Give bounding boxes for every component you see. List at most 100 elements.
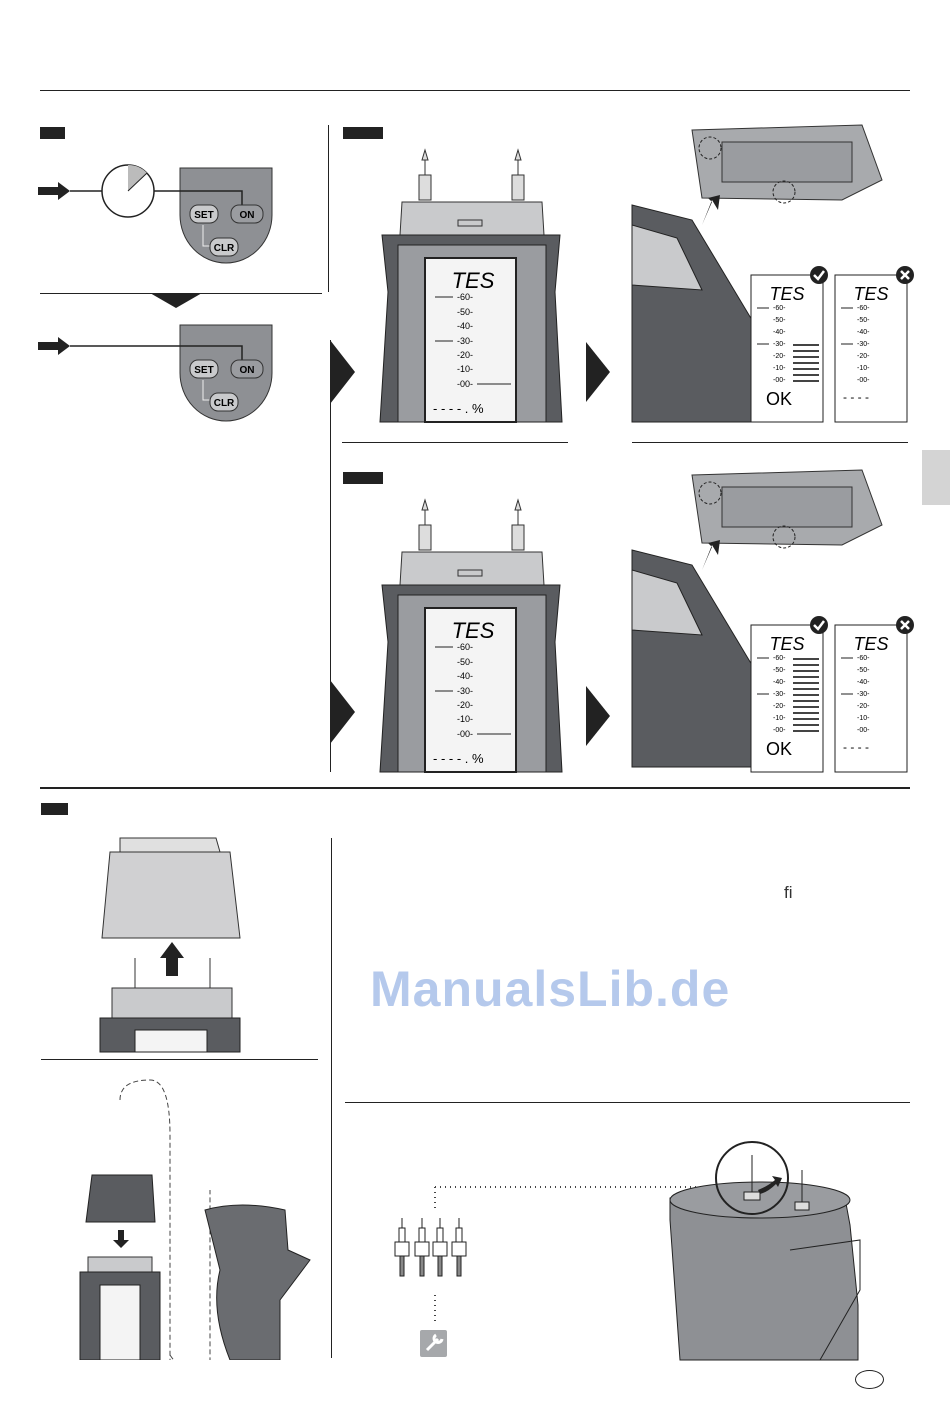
svg-text:-40-: -40- [773,329,786,336]
lcd-dashes: - - - - [843,390,869,404]
scale-label: -60- [457,642,473,652]
scale-label: -40- [457,671,473,681]
rotate-arrow-icon [758,1176,782,1194]
clr-label: CLR [214,243,235,254]
section-label-1 [40,127,65,139]
svg-text:-20-: -20- [857,353,870,360]
scale-label: -30- [457,686,473,696]
scale-label: -50- [457,307,473,317]
divider [328,125,329,292]
lcd-dashes: - - - - [843,740,869,754]
lcd-comparison: TES -60--50--40--30--20--10--00- OK TES … [750,266,914,773]
svg-text:-00-: -00- [773,377,786,384]
set-label: SET [194,365,213,376]
svg-text:-20-: -20- [857,703,870,710]
divider [342,442,568,443]
divider [41,1059,318,1060]
lcd-display: TES -60- -50- -40- -30- -20- -10- -00- - - … [433,268,511,416]
svg-text:-40-: -40- [857,329,870,336]
scale-label: -20- [457,700,473,710]
arrow-icon [38,337,70,355]
section-rule [40,787,910,789]
on-label: ON [240,210,255,221]
svg-text:-30-: -30- [773,341,786,348]
on-label: ON [240,365,255,376]
svg-text:-30-: -30- [857,691,870,698]
section-label-3 [343,472,383,484]
svg-text:-40-: -40- [773,679,786,686]
chapter-tab [922,450,950,505]
svg-text:-50-: -50- [857,317,870,324]
meter-illustrations [330,124,883,773]
watermark: ManualsLib.de [370,961,731,1017]
arrow-right-icon [330,340,355,404]
scale-label: -40- [457,321,473,331]
text-fragment: fi [784,883,793,902]
clr-label: CLR [214,398,235,409]
svg-text:-60-: -60- [857,655,870,662]
set-button[interactable] [189,204,219,224]
arrow-right-icon [586,686,610,746]
lcd-mode: TES [452,268,495,293]
lcd-mode: TES [452,618,495,643]
arrow-up-icon [160,942,184,976]
section-label-4 [41,803,68,815]
svg-text:-10-: -10- [773,715,786,722]
scale-label: -60- [457,292,473,302]
svg-text:-10-: -10- [857,365,870,372]
on-button[interactable] [230,359,264,379]
arrow-right-icon [586,342,610,402]
svg-text:-50-: -50- [857,667,870,674]
svg-text:-50-: -50- [773,317,786,324]
keypad-diagram: SET ON CLR SET ON CLR [38,164,273,422]
scale-label: -30- [457,336,473,346]
lcd-reading: - - - - . % [433,401,484,416]
svg-text:-10-: -10- [773,365,786,372]
lcd-mode: TES [769,634,804,654]
svg-text:-30-: -30- [857,341,870,348]
probe-replacement [394,1141,861,1361]
scale-label: -20- [457,350,473,360]
divider [330,340,331,772]
down-arrow-icon [150,293,202,308]
lcd-reading: - - - - . % [433,751,484,766]
scale-label: -00- [457,379,473,389]
lcd-mode: TES [853,634,888,654]
svg-text:-00-: -00- [857,727,870,734]
svg-text:-60-: -60- [773,305,786,312]
divider [345,1102,910,1103]
svg-text:-00-: -00- [773,727,786,734]
svg-text:-60-: -60- [773,655,786,662]
lcd-mode: TES [769,284,804,304]
protective-cap [101,851,241,939]
on-button[interactable] [230,204,264,224]
cap-illustrations [79,837,311,1360]
svg-text:-00-: -00- [857,377,870,384]
lcd-ok: OK [766,739,792,759]
scale-label: -10- [457,364,473,374]
check-circle-icon [810,616,828,634]
svg-text:-40-: -40- [857,679,870,686]
scale-label: -50- [457,657,473,667]
arrow-right-icon [330,680,355,744]
svg-text:-60-: -60- [857,305,870,312]
svg-text:-20-: -20- [773,703,786,710]
svg-text:-10-: -10- [857,715,870,722]
lcd-display: TES -60- -50- -40- -30- -20- -10- -00- - - … [433,618,511,766]
lcd-ok: OK [766,389,792,409]
svg-text:-20-: -20- [773,353,786,360]
scale-label: -10- [457,714,473,724]
divider [331,838,332,1358]
check-circle-icon [810,266,828,284]
set-button[interactable] [189,359,219,379]
clr-button[interactable] [209,392,239,412]
divider [632,442,908,443]
svg-text:-50-: -50- [773,667,786,674]
arrow-icon [38,182,70,200]
set-label: SET [194,210,213,221]
clr-button[interactable] [209,237,239,257]
top-rule [40,90,910,91]
lcd-mode: TES [853,284,888,304]
scale-label: -00- [457,729,473,739]
